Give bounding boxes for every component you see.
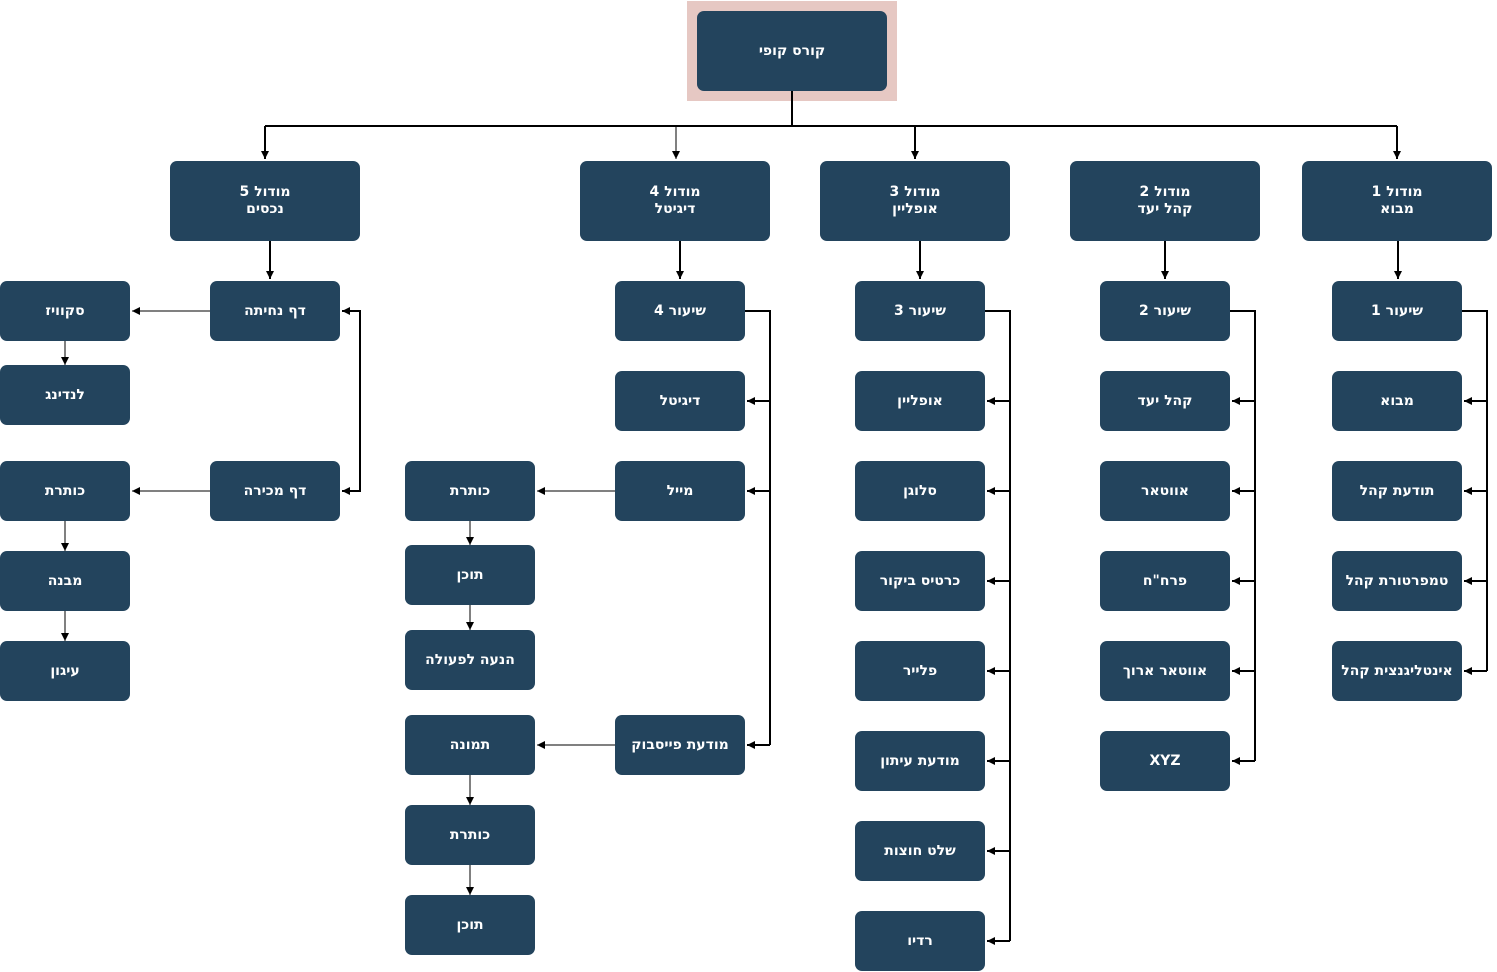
bus-m3 [985,310,1011,941]
bus-m1 [1462,310,1488,671]
module-1-topic-label: טמפרטורת קהל [1345,572,1449,589]
module-3-topic-node[interactable]: פלייר [855,641,985,701]
module-5-title: מודול 5 [239,184,291,200]
module-3-topic-label: מודעת עיתון [880,752,960,769]
module-3-topic-label: כרטיס ביקור [879,572,961,589]
module-1-lesson-label: שיעור 1 [1371,302,1423,319]
mail-chain-node[interactable]: הנעה לפעולה [405,630,535,690]
mail-chain-node[interactable]: כותרת [405,461,535,521]
module-3-node[interactable]: מודול 3 אופליין [820,161,1010,241]
sales-chain-node[interactable]: מבנה [0,551,130,611]
module-3-lesson-label: שיעור 3 [894,302,946,319]
landing-chain-label: סקוויז [45,302,85,319]
sales-chain-node[interactable]: כותרת [0,461,130,521]
module-4-title: מודול 4 [649,184,701,200]
module-2-topic-label: פרח"ח [1142,572,1188,589]
module-2-topic-label: קהל יעד [1137,392,1193,409]
module-1-node[interactable]: מודול 1 מבוא [1302,161,1492,241]
module-4-subtitle: דיגיטל [654,201,696,217]
module-2-title: מודול 2 [1139,184,1191,200]
landing-chain-node[interactable]: לנדינג [0,365,130,425]
module-4-topic-label: דיגיטל [659,392,701,409]
module-2-topic-label: אווטאר [1141,482,1189,499]
module-3-topic-node[interactable]: שלט חוצות [855,821,985,881]
module-2-subtitle: קהל יעד [1137,201,1193,217]
module-3-topic-node[interactable]: רדיו [855,911,985,971]
mail-chain-label: תוכן [456,566,484,583]
module-3-title: מודול 3 [889,184,941,200]
facebook-chain-node[interactable]: תמונה [405,715,535,775]
module-2-topic-node[interactable]: קהל יעד [1100,371,1230,431]
facebook-chain-label: כותרת [449,826,491,843]
module-1-lesson-node[interactable]: שיעור 1 [1332,281,1462,341]
landing-page-node[interactable]: דף נחיתה [210,281,340,341]
mail-chain-label: כותרת [449,482,491,499]
landing-chain-label: לנדינג [45,386,85,403]
bus-m5 [342,310,361,495]
module-2-topic-node[interactable]: אווטאר [1100,461,1230,521]
module-2-topic-node[interactable]: XYZ [1100,731,1230,791]
module-2-topic-node[interactable]: אווטאר ארוך [1100,641,1230,701]
bus-m4 [745,310,771,745]
module-4-topic-label: מודעת פייסבוק [631,736,729,753]
module-4-lesson-label: שיעור 4 [654,302,706,319]
module-5-subtitle: נכסים [246,201,284,217]
module-3-lesson-node[interactable]: שיעור 3 [855,281,985,341]
landing-page-label: דף נחיתה [244,302,306,319]
module-2-topic-label: אווטאר ארוך [1122,662,1208,679]
module-3-topic-label: סלוגן [903,482,937,499]
module-3-topic-node[interactable]: סלוגן [855,461,985,521]
module-3-topic-label: שלט חוצות [884,842,956,859]
module-3-topic-label: פלייר [902,662,938,679]
sales-chain-label: עיגון [50,662,80,679]
sales-chain-label: מבנה [47,572,83,589]
module-4-lesson-node[interactable]: שיעור 4 [615,281,745,341]
facebook-chain-node[interactable]: תוכן [405,895,535,955]
landing-chain-node[interactable]: סקוויז [0,281,130,341]
module-3-subtitle: אופליין [892,201,938,217]
module-1-title: מודול 1 [1371,184,1423,200]
module-4-topic-node[interactable]: מייל [615,461,745,521]
module-4-topic-node[interactable]: מודעת פייסבוק [615,715,745,775]
module-3-topic-label: אופליין [897,392,943,409]
module-1-topic-label: אינטליגנצית קהל [1341,662,1453,679]
module-2-node[interactable]: מודול 2 קהל יעד [1070,161,1260,241]
module-1-topic-label: מבוא [1380,392,1414,409]
module-5-node[interactable]: מודול 5 נכסים [170,161,360,241]
mail-chain-label: הנעה לפעולה [425,651,515,668]
module-1-topic-label: תודעת קהל [1359,482,1435,499]
root-course-label: קורס קופי [758,42,826,59]
module-1-topic-node[interactable]: מבוא [1332,371,1462,431]
module-3-topic-node[interactable]: מודעת עיתון [855,731,985,791]
sales-chain-label: כותרת [44,482,86,499]
module-4-topic-node[interactable]: דיגיטל [615,371,745,431]
facebook-chain-label: תוכן [456,916,484,933]
module-2-topic-label: XYZ [1149,752,1181,769]
module-3-topic-node[interactable]: אופליין [855,371,985,431]
module-1-topic-node[interactable]: אינטליגנצית קהל [1332,641,1462,701]
module-1-topic-node[interactable]: טמפרטורת קהל [1332,551,1462,611]
module-4-node[interactable]: מודול 4 דיגיטל [580,161,770,241]
module-3-topic-label: רדיו [907,932,933,949]
facebook-chain-node[interactable]: כותרת [405,805,535,865]
module-1-subtitle: מבוא [1380,201,1414,217]
bus-m2 [1230,310,1256,761]
sales-chain-node[interactable]: עיגון [0,641,130,701]
module-4-topic-label: מייל [666,482,694,499]
facebook-chain-label: תמונה [449,736,491,753]
root-course-node[interactable]: קורס קופי [697,11,887,91]
sales-page-label: דף מכירה [243,482,307,499]
module-2-lesson-label: שיעור 2 [1139,302,1191,319]
sales-page-node[interactable]: דף מכירה [210,461,340,521]
module-1-topic-node[interactable]: תודעת קהל [1332,461,1462,521]
module-3-topic-node[interactable]: כרטיס ביקור [855,551,985,611]
mail-chain-node[interactable]: תוכן [405,545,535,605]
module-2-topic-node[interactable]: פרח"ח [1100,551,1230,611]
module-2-lesson-node[interactable]: שיעור 2 [1100,281,1230,341]
